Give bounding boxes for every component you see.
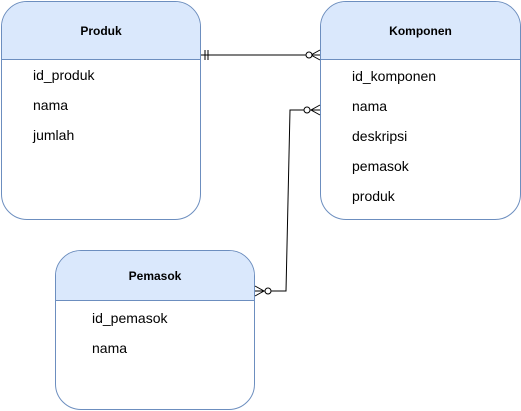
attribute-id-pemasok: id_pemasok (92, 310, 168, 326)
attribute-pemasok: pemasok (352, 158, 409, 174)
attribute-id-produk: id_produk (33, 67, 95, 83)
entity-pemasok-attributes: id_pemasok nama (56, 301, 254, 371)
zero-circle-marker (305, 51, 313, 59)
attribute-produk: produk (352, 188, 395, 204)
relationship-pemasok-komponen[interactable] (254, 104, 321, 297)
zero-circle-marker (303, 106, 311, 114)
entity-komponen-title: Komponen (321, 2, 520, 60)
attribute-jumlah: jumlah (33, 127, 75, 143)
entity-komponen-attributes: id_komponen nama deskripsi pemasok produ… (321, 60, 520, 219)
entity-komponen[interactable]: Komponen id_komponen nama deskripsi pema… (320, 1, 521, 220)
relationship-line (255, 109, 320, 292)
attribute-nama: nama (92, 340, 128, 356)
attribute-nama: nama (33, 97, 69, 113)
entity-produk[interactable]: Produk id_produk nama jumlah (1, 1, 201, 220)
relationship-produk-komponen[interactable] (201, 49, 321, 61)
entity-pemasok[interactable]: Pemasok id_pemasok nama (55, 250, 255, 410)
attribute-id-komponen: id_komponen (352, 68, 437, 84)
attribute-deskripsi: deskripsi (352, 128, 408, 144)
zero-circle-marker (264, 287, 272, 295)
entity-pemasok-title: Pemasok (56, 251, 254, 301)
entity-produk-title: Produk (2, 2, 200, 60)
one-only-one-marker (204, 50, 209, 60)
attribute-nama: nama (352, 98, 388, 114)
entity-produk-attributes: id_produk nama jumlah (2, 60, 200, 158)
crows-foot-marker (254, 285, 266, 297)
crows-foot-marker (309, 104, 321, 116)
